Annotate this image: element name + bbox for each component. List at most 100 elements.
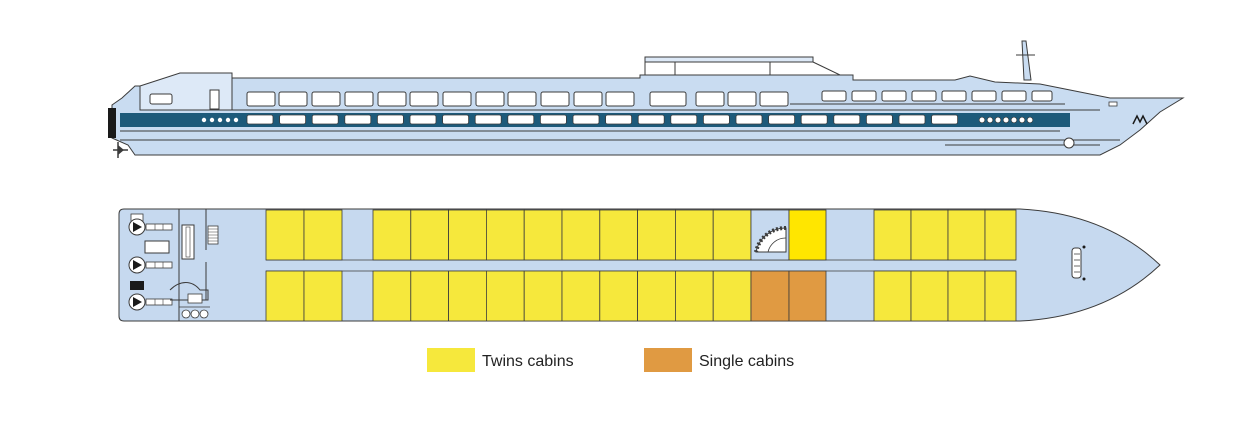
main-window xyxy=(474,114,502,125)
cabin xyxy=(750,270,790,322)
cabin xyxy=(984,270,1017,322)
main-window xyxy=(279,114,307,125)
cabin xyxy=(712,209,752,261)
upper-window xyxy=(377,91,407,107)
cabin xyxy=(675,270,714,322)
legend-item-single: Single cabins xyxy=(644,348,794,372)
cabin xyxy=(410,209,449,261)
cabin xyxy=(599,270,638,322)
upper-window xyxy=(1001,90,1027,102)
porthole xyxy=(1026,116,1034,124)
mast xyxy=(1021,40,1032,81)
cabin xyxy=(523,209,563,261)
engine-panel xyxy=(144,240,170,254)
main-window xyxy=(311,114,339,125)
anchor-icon xyxy=(1063,137,1075,149)
main-window xyxy=(376,114,404,125)
upper-window xyxy=(442,91,472,107)
sun-deck-canopy xyxy=(644,56,814,63)
cabin xyxy=(448,270,487,322)
porthole xyxy=(201,117,207,123)
upper-window xyxy=(851,90,877,102)
main-window xyxy=(670,114,698,125)
upper-window xyxy=(278,91,308,107)
cabin xyxy=(561,270,601,322)
upper-window xyxy=(911,90,937,102)
cabin xyxy=(448,209,487,261)
cabin xyxy=(873,209,912,261)
bow-logo-icon xyxy=(1132,114,1148,125)
main-deck-windows xyxy=(246,114,958,125)
upper-window xyxy=(971,90,997,102)
engine-icon xyxy=(128,256,173,274)
main-window xyxy=(833,114,861,125)
cabin xyxy=(410,270,449,322)
upper-window xyxy=(507,91,537,107)
stern-block xyxy=(108,108,116,138)
legend-label-twins: Twins cabins xyxy=(482,353,574,370)
upper-window xyxy=(605,91,635,107)
cabin xyxy=(265,209,305,261)
porthole xyxy=(994,116,1002,124)
main-window xyxy=(507,114,535,125)
cabin xyxy=(947,209,986,261)
cabin xyxy=(523,270,563,322)
ship-side-profile xyxy=(108,40,1185,158)
cabin xyxy=(675,209,714,261)
sun-deck-frame xyxy=(644,61,852,76)
cabin xyxy=(485,209,525,261)
cabin xyxy=(984,209,1017,261)
upper-window xyxy=(759,91,789,107)
upper-window xyxy=(246,91,276,107)
cabin xyxy=(372,209,412,261)
upper-window xyxy=(344,91,374,107)
propeller-icon xyxy=(113,142,128,158)
engine-icon xyxy=(128,293,173,311)
main-window xyxy=(344,114,372,125)
porthole xyxy=(1010,116,1018,124)
upper-window xyxy=(409,91,439,107)
main-window xyxy=(605,114,632,125)
legend-item-twins: Twins cabins xyxy=(427,348,574,372)
legend-swatch-single xyxy=(644,348,692,372)
cabin xyxy=(303,209,343,261)
main-window xyxy=(442,114,470,125)
cabin xyxy=(788,270,827,322)
main-window xyxy=(800,114,828,125)
legend-swatch-twins xyxy=(427,348,475,372)
cabin xyxy=(561,209,601,261)
upper-window xyxy=(475,91,505,107)
porthole xyxy=(1002,116,1010,124)
upper-window xyxy=(727,91,757,107)
upper-window xyxy=(941,90,967,102)
legend: Twins cabins Single cabins xyxy=(427,348,794,372)
cabin xyxy=(303,270,343,322)
main-window xyxy=(572,114,600,125)
upper-window xyxy=(311,91,341,107)
legend-label-single: Single cabins xyxy=(699,353,794,370)
upper-window xyxy=(821,90,847,102)
cabins xyxy=(265,209,1017,322)
cabin xyxy=(947,270,986,322)
upper-window xyxy=(695,91,725,107)
upper-window xyxy=(649,91,687,107)
wheelhouse-door xyxy=(209,89,220,110)
upper-window xyxy=(573,91,603,107)
cabin xyxy=(910,270,949,322)
main-window xyxy=(703,114,730,125)
engine-icon xyxy=(128,218,173,236)
porthole xyxy=(209,117,215,123)
main-window xyxy=(409,114,437,125)
main-window xyxy=(931,114,958,125)
porthole xyxy=(233,117,239,123)
cabin xyxy=(485,270,525,322)
cabin xyxy=(910,209,949,261)
main-window xyxy=(735,114,763,125)
cabin xyxy=(712,270,752,322)
cabin xyxy=(372,270,412,322)
bow-capstan-icon xyxy=(1071,245,1086,281)
stairs-stern-icon xyxy=(207,225,219,245)
engine-control xyxy=(130,281,144,290)
main-window xyxy=(637,114,665,125)
cabin xyxy=(873,270,912,322)
